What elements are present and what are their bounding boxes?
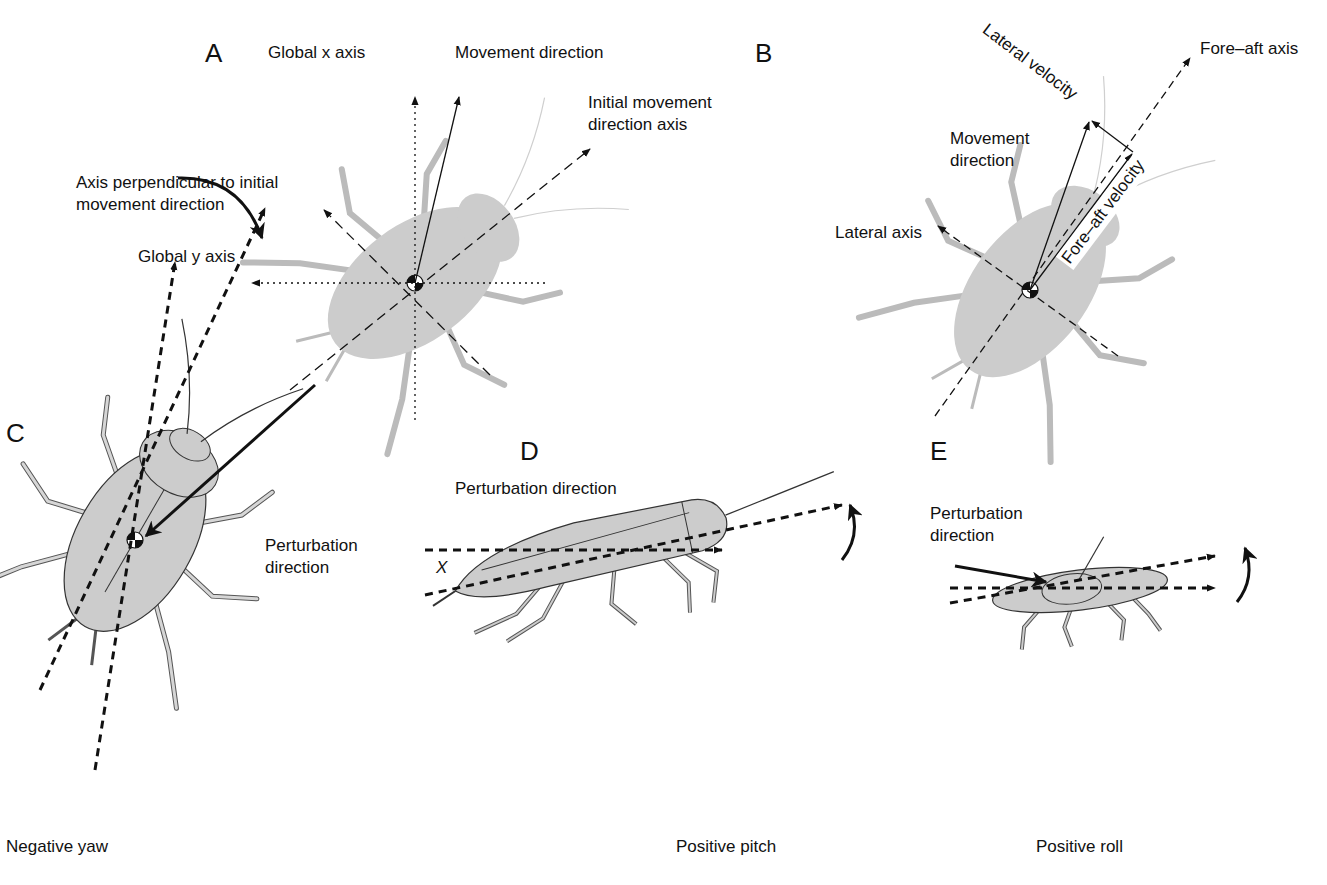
- axes-e: [950, 548, 1249, 603]
- rotation-label: Negative yaw: [6, 836, 108, 858]
- perturbation-marker: X: [436, 557, 447, 579]
- vector-label: Lateral velocity: [978, 19, 1082, 105]
- axis-label: Fore–aft axis: [1200, 38, 1298, 60]
- rotation-label: Positive pitch: [676, 836, 776, 858]
- panel-letter: B: [755, 38, 772, 68]
- perturbation-label: Perturbation direction: [265, 535, 375, 579]
- axis-label: Movement direction: [950, 128, 1045, 172]
- axes-b: [935, 58, 1190, 416]
- axis-label: Initial movement direction axis: [588, 92, 748, 136]
- axes-d: [425, 505, 855, 595]
- rotation-label: Positive roll: [1036, 836, 1123, 858]
- panel-letter: D: [520, 436, 539, 466]
- perturbation-label: Perturbation direction: [455, 478, 655, 500]
- cockroach-top-view: [0, 286, 359, 720]
- cockroach-top-view: [844, 37, 1267, 475]
- cockroach-side-view: [422, 468, 856, 665]
- axes-a: [252, 97, 590, 420]
- perturbation-label: Perturbation direction: [930, 503, 1040, 547]
- axis-label: Movement direction: [455, 42, 603, 64]
- axis-label: Axis perpendicular to initial movement d…: [76, 172, 294, 216]
- panel-letter: C: [6, 418, 25, 448]
- axes-c: [40, 178, 315, 770]
- axis-label: Global y axis: [138, 246, 235, 268]
- cockroach-front-view: [987, 530, 1174, 656]
- axis-label: Lateral axis: [835, 222, 922, 244]
- panel-letter: A: [205, 38, 222, 68]
- axis-label: Global x axis: [268, 42, 365, 64]
- panel-letter: E: [930, 436, 947, 466]
